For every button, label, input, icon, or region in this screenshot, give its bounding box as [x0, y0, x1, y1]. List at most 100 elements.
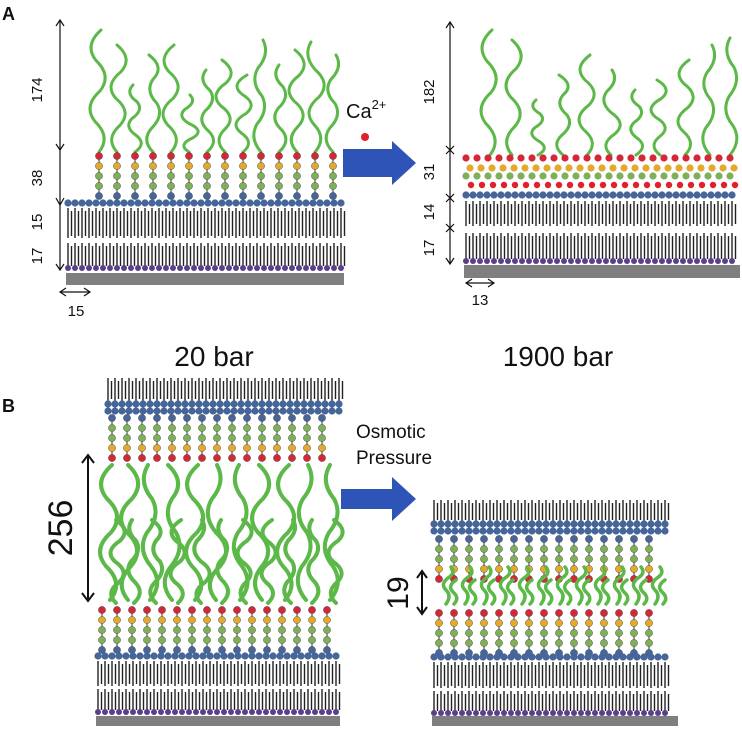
lipid-head-dot	[207, 709, 213, 715]
headgroup-bead	[98, 606, 106, 614]
headgroup-bead	[506, 154, 514, 162]
osmotic-arrow-icon	[341, 477, 416, 521]
lipid-head-dot	[585, 710, 591, 716]
headgroup-bead	[167, 162, 175, 170]
headgroup-bead	[221, 152, 229, 160]
glycerol-bead	[169, 199, 177, 207]
lipid-head-dot	[701, 258, 707, 264]
headgroup-bead	[318, 434, 326, 442]
headgroup-bead	[561, 154, 569, 162]
glycerol-bead	[584, 527, 592, 535]
headgroup-bead	[550, 172, 558, 180]
lipid-head-dot	[261, 265, 267, 271]
lipid-head-dot	[79, 265, 85, 271]
headgroup-bead	[98, 616, 106, 624]
headgroup-bead	[308, 616, 316, 624]
headgroup-bead	[149, 152, 157, 160]
headgroup-bead	[123, 414, 131, 422]
lipid-head-dot	[249, 709, 255, 715]
glycerol-bead	[255, 652, 263, 660]
headgroup-bead	[693, 154, 701, 162]
headgroup-bead	[585, 629, 593, 637]
headgroup-bead	[263, 646, 271, 654]
lipid-head-dot	[501, 710, 507, 716]
glycerol-bead	[584, 653, 592, 661]
substrate-slab	[432, 716, 678, 726]
headgroup-bead	[532, 164, 540, 172]
glycerol-bead	[640, 527, 648, 535]
headgroup-bead	[682, 172, 690, 180]
glycerol-bead	[272, 400, 280, 408]
lipid-head-dot	[226, 265, 232, 271]
glycerol-bead	[318, 652, 326, 660]
glycerol-bead	[465, 653, 473, 661]
headgroup-bead	[450, 545, 458, 553]
glycerol-bead	[556, 527, 564, 535]
glycerol-bead	[125, 407, 133, 415]
polymer-chain	[504, 38, 523, 157]
headgroup-bead	[704, 172, 712, 180]
glycerol-bead	[185, 652, 193, 660]
lipid-head-dot	[515, 710, 521, 716]
headgroup-bead	[715, 172, 723, 180]
glycerol-bead	[279, 400, 287, 408]
lipid-head-dot	[163, 265, 169, 271]
glycerol-bead	[181, 400, 189, 408]
lipid-head-dot	[312, 709, 318, 715]
headgroup-bead	[203, 626, 211, 634]
headgroup-bead	[293, 162, 301, 170]
glycerol-bead	[230, 407, 238, 415]
headgroup-bead	[248, 606, 256, 614]
glycerol-bead	[125, 400, 133, 408]
headgroup-bead	[168, 444, 176, 452]
glycerol-bead	[672, 191, 680, 199]
glycerol-bead	[307, 407, 315, 415]
glycerol-bead	[148, 199, 156, 207]
glycerol-bead	[234, 652, 242, 660]
polymer-chain	[612, 565, 630, 606]
headgroup-bead	[257, 162, 265, 170]
headgroup-bead	[203, 636, 211, 644]
glycerol-bead	[141, 199, 149, 207]
headgroup-bead	[158, 636, 166, 644]
glycerol-bead	[563, 527, 571, 535]
glycerol-bead	[518, 191, 526, 199]
glycerol-bead	[612, 653, 620, 661]
polymer-chain	[629, 88, 644, 157]
glycerol-bead	[239, 199, 247, 207]
headgroup-bead	[203, 646, 211, 654]
lipid-head-dot	[641, 710, 647, 716]
polymer-chain	[577, 53, 596, 157]
calcium-bound-dot	[599, 181, 607, 189]
headgroup-bead	[203, 162, 211, 170]
lipid-head-dot	[205, 265, 211, 271]
glycerol-bead	[164, 652, 172, 660]
polymer-chain	[631, 565, 649, 606]
headgroup-bead	[278, 636, 286, 644]
polymer-chain	[200, 68, 215, 154]
glycerol-bead	[178, 652, 186, 660]
headgroup-bead	[131, 182, 139, 190]
polymer-chain	[168, 518, 187, 605]
headgroup-bead	[303, 434, 311, 442]
lipid-head-dot	[275, 265, 281, 271]
lipid-head-dot	[708, 258, 714, 264]
headgroup-bead	[631, 164, 639, 172]
lipid-head-dot	[233, 265, 239, 271]
headgroup-bead	[185, 152, 193, 160]
lipid-head-dot	[93, 265, 99, 271]
glycerol-bead	[174, 400, 182, 408]
lipid-head-dot	[130, 709, 136, 715]
headgroup-bead	[600, 555, 608, 563]
panel-b-gap-dimensions	[81, 453, 428, 616]
glycerol-bead	[728, 191, 736, 199]
glycerol-bead	[714, 191, 722, 199]
polymer-chain	[148, 518, 165, 605]
glycerol-bead	[253, 199, 261, 207]
gap-label-19: 19	[382, 576, 415, 609]
headgroup-bead	[185, 192, 193, 200]
headgroup-bead	[273, 444, 281, 452]
lipid-head-dot	[533, 258, 539, 264]
headgroup-bead	[525, 545, 533, 553]
calcium-bound-dot	[731, 181, 739, 189]
